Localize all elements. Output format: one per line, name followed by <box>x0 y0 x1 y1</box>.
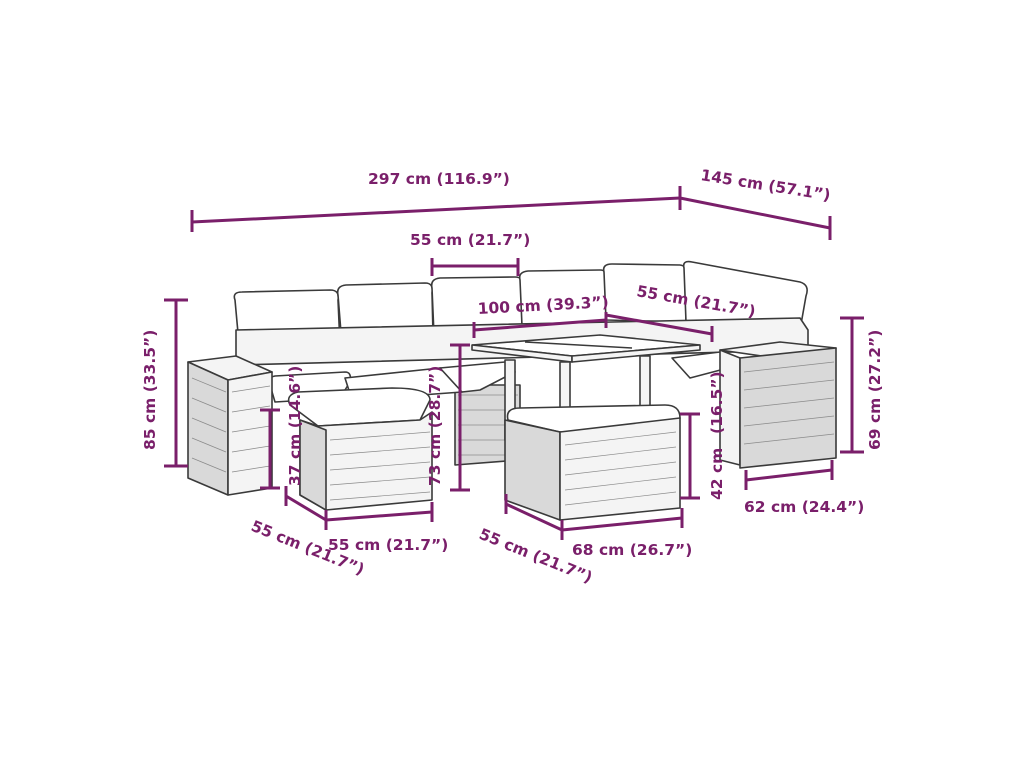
right-side-table <box>719 341 837 469</box>
label-low-table-height-in: (16.5”) <box>708 371 726 434</box>
label-low-table-height: 42 cm <box>708 448 726 500</box>
label-side-table-width: 62 cm (24.4”) <box>744 498 864 516</box>
table-stool <box>504 404 681 521</box>
dimension-lines <box>164 186 864 540</box>
label-footstool-height: 37 cm (14.6”) <box>286 366 304 486</box>
label-side-table-height: 69 cm (27.2”) <box>866 330 884 450</box>
label-table-height: 73 cm (28.7”) <box>426 366 444 486</box>
label-table-width: 68 cm (26.7”) <box>572 541 692 559</box>
footstool-left <box>287 387 433 511</box>
label-footstool-width: 55 cm (21.7”) <box>328 536 448 554</box>
label-overall-height: 85 cm (33.5”) <box>141 330 159 450</box>
left-side-table <box>187 355 273 496</box>
label-total-depth: 145 cm (57.1”) <box>699 166 831 204</box>
label-seat-width-top: 55 cm (21.7”) <box>410 231 530 249</box>
label-total-length: 297 cm (116.9”) <box>368 170 510 188</box>
sofa-set-illustration <box>187 260 837 521</box>
